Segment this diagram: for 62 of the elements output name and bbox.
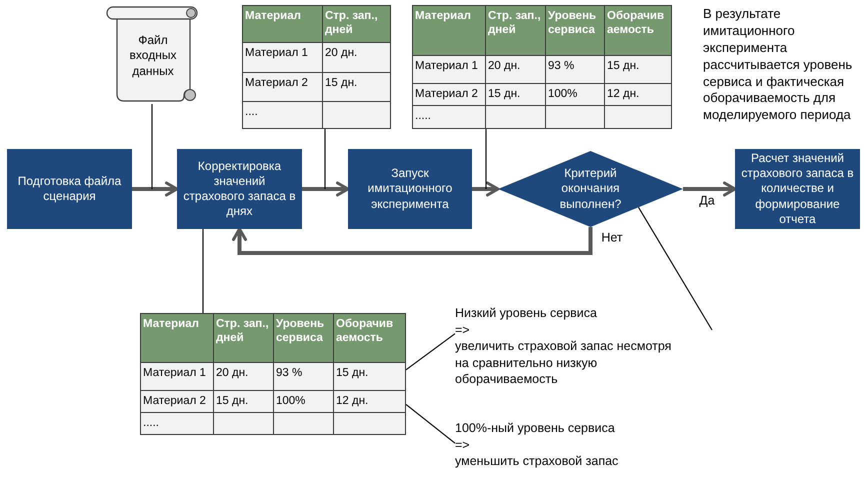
column-header: Стр. зап., дней [486,6,546,56]
column-header: Материал [413,6,486,56]
process-box [348,149,472,229]
edge-label: Да [697,194,717,208]
arrow [472,182,500,196]
leader-line [202,229,204,313]
column-header: Стр. зап., дней [323,6,390,43]
table-cell: Материал 1 [413,56,486,84]
table-cell: 93 % [274,363,334,391]
table-cell: 20 дн. [214,363,274,391]
data-table [412,5,672,129]
table-cell: ..... [141,413,214,434]
column-header: Уровень сервиса [546,6,605,56]
leader-line [406,333,456,370]
table-cell: 15 дн. [605,56,671,84]
table-cell: 20 дн. [486,56,546,84]
decision-text: Критерий окончания выполнен? [560,166,622,212]
table-cell: 20 дн. [323,43,390,73]
process-box [177,149,302,229]
arrow [132,182,178,196]
leader-line [406,404,456,444]
table-cell: .... [243,102,323,128]
document-text: Файл входных данных [130,32,176,80]
note-text: Низкий уровень сервиса => увеличить страховой запас несмотря на сравнительно низкую оборачиваемость [455,305,687,388]
process-box [7,149,132,229]
table-cell: Материал 2 [413,84,486,106]
table-cell: 93 % [546,56,605,84]
leader-line [324,129,326,189]
column-header: Оборачив аемость [605,6,671,56]
column-header: Уровень сервиса [274,314,334,363]
table-cell: Материал 1 [141,363,214,391]
table-cell: ..... [413,106,486,128]
table-cell: Материал 2 [243,73,323,102]
table-cell: 12 дн. [605,84,671,106]
leader-line [151,104,153,189]
annotation-text: В результате имитационного эксперимента рассчитывается уровень сервиса и фактическая оборачиваемость для моделируемого периода [703,6,854,124]
table-cell: 100% [546,84,605,106]
arrow [302,182,350,196]
step-text: Подготовка файла сценария [16,174,122,204]
table-cell: Материал 2 [141,391,214,413]
column-header: Оборачив аемость [334,314,405,363]
table-cell: 15 дн. [486,84,546,106]
note-text: 100%-ный уровень сервиса => уменьшить страховой запас [455,420,618,470]
column-header: Материал [141,314,214,363]
step-text: Запуск имитационного эксперимента [366,166,454,212]
data-table [140,313,406,435]
table-cell: Материал 1 [243,43,323,73]
table-cell: 15 дн. [323,73,390,102]
table-cell: 15 дн. [214,391,274,413]
table-cell: 15 дн. [334,363,405,391]
leader-line [638,207,712,330]
decision-diamond [498,151,683,227]
table-cell: 12 дн. [334,391,405,413]
table-cell: 100% [274,391,334,413]
arrow [232,227,592,255]
arrow [683,182,736,196]
leader-line [485,129,487,189]
step-text: Корректировка значений страхового запаса в днях [183,158,296,220]
step-text: Расчет значений страхового запаса в количестве и формирование отчета [741,150,854,228]
column-header: Стр. зап., дней [214,314,274,363]
column-header: Материал [243,6,323,43]
data-table [242,5,391,129]
